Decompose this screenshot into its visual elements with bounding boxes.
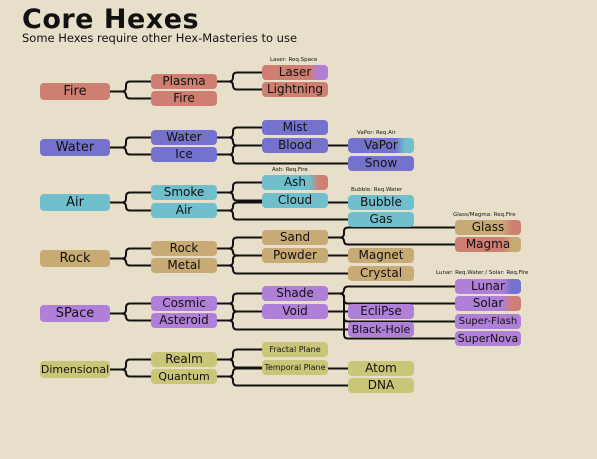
requirement-note: Bubble: Req.Water	[351, 187, 403, 193]
hex-node-solar: Solar	[455, 296, 521, 311]
connector-ice-snow	[217, 153, 348, 165]
connector-asteroid-blackhole	[217, 319, 348, 331]
connector-quantum-dna	[217, 375, 348, 387]
hex-node-temporal: Temporal Plane	[262, 360, 328, 375]
connector-realm-fractal	[217, 348, 262, 361]
hex-node-laser: Laser	[262, 65, 328, 80]
connector-plasma-lightning	[217, 80, 262, 91]
connector-water-ice	[110, 146, 151, 156]
connector-metal-crystal	[217, 264, 348, 275]
connector-plasma-laser	[217, 71, 262, 83]
hex-node-ice: Ice	[151, 147, 217, 162]
hex-node-asteroid: Asteroid	[151, 313, 217, 328]
connector-space-cosmic	[110, 302, 151, 315]
hex-node-glass: Glass	[455, 220, 521, 235]
connector-rock-rock2	[110, 247, 151, 260]
hex-node-ash: Ash	[262, 175, 328, 190]
connector-air2-gas	[217, 209, 348, 221]
hex-node-rock: Rock	[40, 250, 110, 267]
hex-node-bubble: Bubble	[348, 195, 414, 210]
hex-node-magma: Magma	[455, 237, 521, 252]
connector-rock2-powder	[217, 247, 262, 257]
hex-node-realm: Realm	[151, 352, 217, 367]
connector-smoke-cloud	[217, 191, 262, 202]
hex-node-quantum: Quantum	[151, 369, 217, 384]
hex-node-powder: Powder	[262, 248, 328, 263]
page-title: Core Hexes	[22, 4, 200, 35]
hex-node-fire: Fire	[40, 83, 110, 100]
hex-node-sand: Sand	[262, 230, 328, 245]
hex-node-fractal: Fractal Plane	[262, 342, 328, 357]
hex-node-superflash: Super-Flash	[455, 314, 521, 329]
hex-node-lunar: Lunar	[455, 279, 521, 294]
connector-fire-plasma	[110, 80, 151, 93]
hex-node-lightning: Lightning	[262, 82, 328, 97]
connector-water-water2	[110, 136, 151, 149]
requirement-note: Laser: Req.Space	[270, 57, 318, 63]
connector-sand-magma	[328, 236, 455, 246]
connector-shade-supernova	[328, 292, 455, 340]
hex-node-dimensional: Dimensional	[40, 361, 110, 378]
connector-dimensional-quantum	[110, 368, 151, 378]
hex-node-water: Water	[40, 139, 110, 156]
connector-air-air2	[110, 201, 151, 212]
connector-fire-fire2	[110, 90, 151, 100]
hex-node-eclipse: EcliPse	[348, 304, 414, 319]
hex-node-plasma: Plasma	[151, 74, 217, 89]
hex-node-blood: Blood	[262, 138, 328, 153]
connector-shade-solar	[328, 292, 455, 305]
hex-node-water2: Water	[151, 130, 217, 145]
hex-node-mist: Mist	[262, 120, 328, 135]
hex-node-atom: Atom	[348, 361, 414, 376]
hex-node-vapor: VaPor	[348, 138, 414, 153]
hex-node-shade: Shade	[262, 286, 328, 301]
page-subtitle: Some Hexes require other Hex-Masteries t…	[22, 31, 298, 45]
connector-shade-lunar	[328, 285, 455, 295]
hex-node-cosmic: Cosmic	[151, 296, 217, 311]
connector-dimensional-realm	[110, 358, 151, 371]
connector-rock-metal	[110, 257, 151, 267]
hex-node-dna: DNA	[348, 378, 414, 393]
hex-node-blackhole: Black-Hole	[348, 322, 414, 337]
connector-rock2-sand	[217, 236, 262, 250]
hex-node-cloud: Cloud	[262, 193, 328, 208]
connector-water2-blood	[217, 136, 262, 147]
connector-air-smoke	[110, 191, 151, 204]
hex-node-space: SPace	[40, 305, 110, 322]
hex-node-supernova: SuperNova	[455, 331, 521, 346]
hex-node-metal: Metal	[151, 258, 217, 273]
connector-cosmic-shade	[217, 292, 262, 305]
hex-node-snow: Snow	[348, 156, 414, 171]
hex-node-smoke: Smoke	[151, 185, 217, 200]
hex-node-air2: Air	[151, 203, 217, 218]
connector-space-asteroid	[110, 312, 151, 322]
hex-node-crystal: Crystal	[348, 266, 414, 281]
connector-sand-glass	[328, 226, 455, 239]
requirement-note: VaPor: Req.Air	[357, 130, 396, 136]
connector-cosmic-void	[217, 302, 262, 313]
connector-smoke-ash	[217, 181, 262, 194]
hex-node-rock2: Rock	[151, 241, 217, 256]
requirement-note: Lunar: Req.Water / Solar: Req.Fire	[436, 270, 529, 276]
connector-realm-temporal	[217, 358, 262, 369]
requirement-note: Glass/Magma: Req.Fire	[453, 212, 516, 218]
hex-node-gas: Gas	[348, 212, 414, 227]
hex-node-fire2: Fire	[151, 91, 217, 106]
hex-node-void: Void	[262, 304, 328, 319]
hex-node-air: Air	[40, 194, 110, 211]
connector-water2-mist	[217, 126, 262, 139]
hex-node-magnet: Magnet	[348, 248, 414, 263]
requirement-note: Ash: Req.Fire	[272, 167, 308, 173]
